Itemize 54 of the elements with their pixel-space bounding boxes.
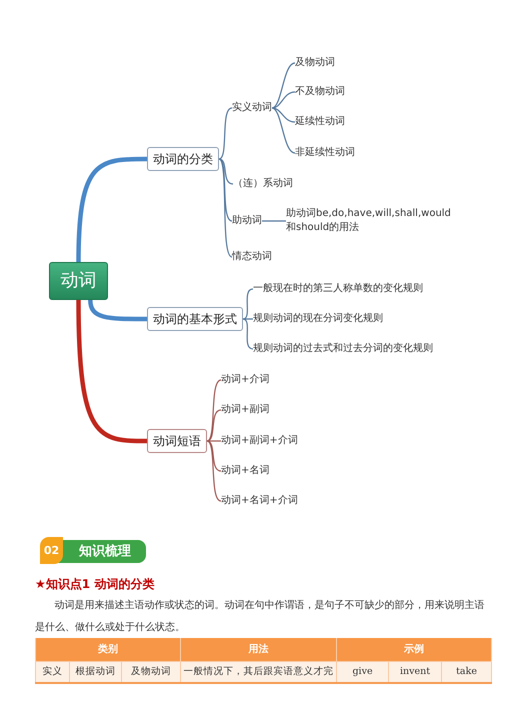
branch-line	[272, 91, 296, 109]
table-cell: 及物动词	[122, 661, 181, 683]
table-cell: take	[442, 661, 492, 683]
branch-line	[218, 158, 232, 222]
branch-label: 不及物动词	[295, 86, 345, 98]
knowledge-point-heading: ★知识点1 动词的分类	[35, 576, 154, 592]
table-header-cell: 示例	[336, 638, 492, 661]
branch-label: 规则动词的过去式和过去分词的变化规则	[253, 343, 433, 355]
branch-line	[262, 220, 286, 222]
branch-label: 情态动词	[232, 251, 272, 263]
branch-line	[242, 318, 254, 350]
branch-label: 动词+名词	[221, 465, 270, 477]
branch-label: 助动词be,do,have,will,shall,would和should的用法	[286, 207, 458, 235]
table-cell: invent	[388, 661, 442, 683]
branch-label: 非延续性动词	[295, 147, 355, 159]
table-header-cell: 用法	[180, 638, 337, 661]
branch-label: 动词+介词	[221, 374, 270, 386]
table-cell: 一般情况下，其后跟宾语意义才完	[180, 661, 337, 683]
branch-line	[218, 107, 232, 160]
branch-label: 延续性动词	[295, 116, 345, 128]
branch-label: 一般现在时的第三人称单数的变化规则	[253, 283, 423, 295]
branch-label: 动词+名词+介词	[221, 495, 298, 507]
branch-line	[206, 379, 222, 442]
branch-line	[218, 158, 232, 258]
branch-line	[243, 318, 253, 320]
branch-line	[207, 440, 221, 442]
branch-line	[206, 440, 222, 472]
branch-line	[242, 288, 254, 320]
branch-label: 动词+副词	[221, 404, 270, 416]
section-number-badge: 02	[40, 537, 63, 564]
branch-label: 动词+副词+介词	[221, 435, 298, 447]
branch-line	[218, 158, 234, 185]
branch-line	[272, 62, 296, 109]
branch-label: 规则动词的现在分词变化规则	[253, 313, 383, 325]
branch-label: 助动词	[232, 215, 262, 227]
subtopic-box: 动词短语	[147, 429, 207, 453]
subtopic-box: 动词的分类	[147, 147, 219, 171]
branch-line	[272, 107, 296, 123]
branch-line	[206, 409, 222, 442]
table-cell: give	[336, 661, 389, 683]
table-cell: 根据动词	[70, 661, 122, 683]
subtopic-box: 动词的基本形式	[147, 307, 243, 331]
branch-label: （连）系动词	[233, 178, 293, 190]
table-header-cell: 类别	[36, 638, 181, 661]
branch-line	[76, 300, 148, 444]
branch-line	[272, 107, 296, 154]
branch-line	[206, 440, 222, 502]
branch-label: 及物动词	[295, 57, 335, 69]
central-topic-box: 动词	[49, 262, 108, 300]
branch-line	[76, 156, 148, 262]
branch-line	[88, 300, 147, 322]
table-cell: 实义	[36, 661, 70, 683]
paragraph: 动词是用来描述主语动作或状态的词。动词在句中作谓语，是句子不可缺少的部分，用来说明主语是什么、做什么或处于什么状态。	[35, 598, 486, 635]
branch-label: 实义动词	[232, 102, 272, 114]
